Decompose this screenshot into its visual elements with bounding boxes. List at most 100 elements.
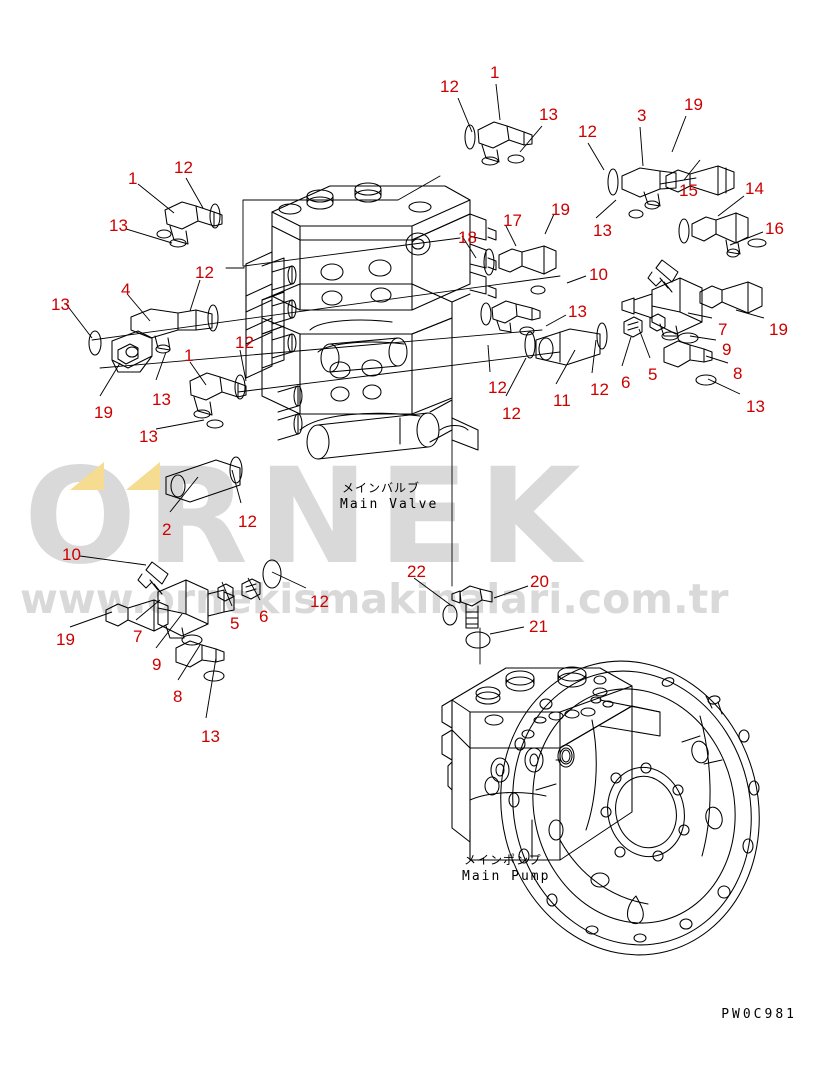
oring-r14 — [678, 218, 690, 244]
callout-number-12: 12 — [440, 77, 459, 96]
oring-ml-1 — [207, 304, 219, 332]
callout-number-18: 18 — [458, 228, 477, 247]
callout-number-14: 14 — [745, 179, 764, 198]
part-6-left — [241, 578, 261, 600]
main-pump-label-en: Main Pump — [462, 869, 551, 884]
callout-number-19: 19 — [56, 630, 75, 649]
fitting-17 — [498, 245, 557, 275]
part-6-right — [623, 316, 643, 338]
oring-17 — [483, 248, 495, 276]
callout-number-20: 20 — [530, 572, 549, 591]
callout-number-13: 13 — [139, 427, 158, 446]
callout-number-22: 22 — [407, 562, 426, 581]
bolt-10-left — [137, 561, 169, 595]
callout-number-6: 6 — [259, 607, 269, 626]
main-pump-body — [441, 666, 661, 861]
callout-number-12: 12 — [590, 380, 609, 399]
callout-number-13: 13 — [746, 397, 765, 416]
long-guide-lines — [91, 175, 697, 665]
main-valve-label-en: Main Valve — [340, 497, 439, 512]
callout-number-19: 19 — [551, 200, 570, 219]
main-pump-label-jp: メインポンプ — [464, 853, 542, 867]
valve-block-7-right — [621, 277, 703, 341]
oring-21 — [465, 631, 491, 649]
drawing-code: PW0C981 — [721, 1007, 797, 1022]
valve-left-sections — [245, 251, 303, 441]
washer-ll-1 — [206, 419, 224, 429]
oring-ll-1 — [234, 374, 246, 400]
callout-number-15: 15 — [679, 181, 698, 200]
callout-number-12: 12 — [310, 592, 329, 611]
fitting-elbow-pump — [451, 585, 493, 629]
callout-number-19: 19 — [94, 403, 113, 422]
callout-number-12: 12 — [195, 263, 214, 282]
fitting-block-19-left — [111, 330, 153, 373]
washer-17 — [530, 285, 546, 295]
oring-12-left — [262, 559, 282, 589]
callout-number-13: 13 — [593, 221, 612, 240]
callout-number-19: 19 — [684, 95, 703, 114]
fitting-small-elbow-center — [491, 300, 541, 333]
callout-number-9: 9 — [152, 655, 162, 674]
sleeve-part-11 — [535, 328, 601, 366]
oring-ur-1 — [607, 168, 619, 196]
fitting-union-3 — [621, 167, 677, 210]
callout-number-1: 1 — [184, 346, 194, 365]
fitting-elbow-upper-left — [164, 201, 223, 248]
callout-number-12: 12 — [502, 404, 521, 423]
callout-number-16: 16 — [765, 219, 784, 238]
oring-13-left — [203, 670, 225, 682]
callout-number-12: 12 — [235, 333, 254, 352]
callout-number-13: 13 — [51, 295, 70, 314]
callout-number-3: 3 — [637, 106, 647, 125]
oring-11b — [524, 331, 536, 359]
main-valve-label-jp: メインバルブ — [342, 481, 421, 495]
callout-number-8: 8 — [173, 687, 183, 706]
callout-number-1: 1 — [490, 63, 500, 82]
main-valve-body — [245, 182, 497, 460]
nut-19-right — [699, 281, 763, 314]
valve-block-7-left — [157, 579, 235, 639]
washer-tc-1 — [507, 154, 525, 164]
fitting-8-right — [663, 340, 713, 368]
oring-13-right — [695, 374, 717, 386]
oring-ce-1 — [480, 302, 492, 326]
washer-ul-1 — [156, 229, 172, 239]
callout-number-7: 7 — [133, 627, 143, 646]
callout-number-12: 12 — [174, 158, 193, 177]
callout-number-17: 17 — [503, 211, 522, 230]
callout-number-13: 13 — [201, 727, 220, 746]
callout-number-5: 5 — [648, 365, 658, 384]
bolt-10-right — [647, 259, 679, 293]
oring-11a — [596, 322, 608, 350]
callout-number-11: 11 — [553, 391, 571, 410]
callout-number-6: 6 — [621, 373, 631, 392]
callout-number-13: 13 — [109, 216, 128, 235]
fitting-8-left — [175, 640, 225, 668]
callout-number-5: 5 — [230, 614, 240, 633]
washer-r16 — [747, 238, 767, 248]
callout-number-1: 1 — [128, 169, 138, 188]
fitting-union-mid-left — [130, 308, 213, 354]
oring-ul-1 — [209, 203, 221, 229]
part-5-right — [649, 313, 666, 332]
callout-number-7: 7 — [718, 320, 728, 339]
callout-number-12: 12 — [488, 378, 507, 397]
nut-19-upper-right — [665, 165, 735, 196]
callout-number-13: 13 — [568, 302, 587, 321]
callout-number-10: 10 — [589, 265, 608, 284]
callout-number-10: 10 — [62, 545, 81, 564]
oring-22 — [442, 604, 458, 626]
fitting-elbow-lower-left — [189, 372, 247, 419]
callout-number-21: 21 — [529, 617, 548, 636]
oring-ml-2 — [88, 330, 102, 356]
oring-tc-1 — [464, 124, 476, 150]
callout-number-2: 2 — [162, 520, 172, 539]
callout-number-4: 4 — [121, 280, 131, 299]
callout-number-13: 13 — [539, 105, 558, 124]
flywheel-housing-ring — [500, 660, 760, 956]
callout-number-13: 13 — [152, 390, 171, 409]
callout-number-12: 12 — [238, 512, 257, 531]
